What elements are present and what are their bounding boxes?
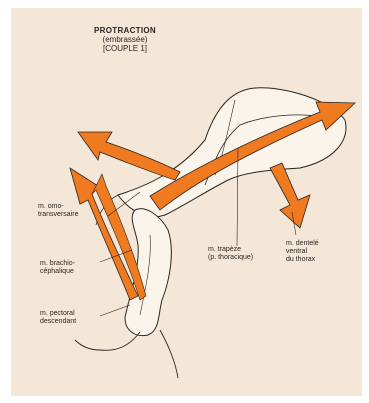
title-line-2: (embrassée) (70, 35, 180, 44)
title-line-1: PROTRACTION (70, 26, 180, 35)
label-dentele: m. dentelé ventral du thorax (286, 240, 319, 264)
title-line-3: [COUPLE 1] (70, 44, 180, 53)
forearm-outline (75, 332, 140, 350)
diagram-title: PROTRACTION (embrassée) [COUPLE 1] (70, 26, 180, 53)
dentele-muscle-arrow (270, 163, 310, 228)
label-brachiocephalique-line-2: céphalique (40, 268, 75, 276)
label-dentele-line-1: m. dentelé (286, 240, 319, 248)
label-trapeze-line-2: (p. thoracique) (208, 254, 253, 262)
label-dentele-line-2: ventral (286, 248, 319, 256)
label-omo-transversaire-line-2: transversaire (38, 211, 78, 219)
label-trapeze: m. trapèze (p. thoracique) (208, 246, 253, 262)
label-brachiocephalique: m. brachio- céphalique (40, 260, 75, 276)
label-brachiocephalique-line-1: m. brachio- (40, 260, 75, 268)
label-trapeze-line-1: m. trapèze (208, 246, 253, 254)
label-pectoral-descendant: m. pectoral descendant (40, 310, 76, 326)
label-dentele-line-3: du thorax (286, 256, 319, 264)
omo-transversaire-muscle-arrow (78, 132, 180, 180)
forearm-outline-lower (160, 330, 178, 378)
label-pectoral-descendant-line-2: descendant (40, 318, 76, 326)
label-pectoral-descendant-line-1: m. pectoral (40, 310, 76, 318)
label-omo-transversaire-line-1: m. omo- (38, 203, 78, 211)
label-omo-transversaire: m. omo- transversaire (38, 203, 78, 219)
